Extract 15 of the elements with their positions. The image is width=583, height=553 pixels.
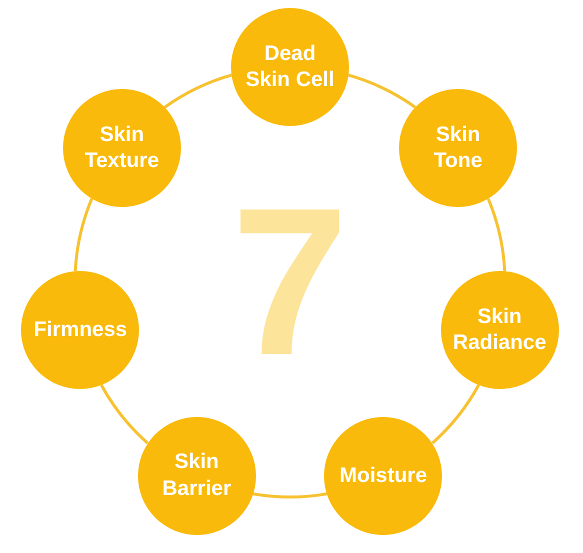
- ring-arc: [164, 74, 232, 109]
- topic-label: Dead Skin Cell: [244, 40, 336, 93]
- ring-arc: [100, 384, 149, 444]
- big-number: 7: [232, 177, 348, 387]
- topic-label: Skin Radiance: [452, 304, 548, 356]
- topic-label: Skin Tone: [432, 122, 484, 174]
- ring-arc: [486, 198, 506, 272]
- topic-label: Moisture: [338, 462, 428, 489]
- topic-label: Skin Texture: [84, 122, 160, 174]
- ring-arc: [348, 74, 416, 109]
- ring-arc: [252, 492, 328, 499]
- topic-label: Skin Barrier: [161, 449, 232, 502]
- ring-arc: [431, 384, 480, 444]
- topic-label: Firmness: [32, 316, 128, 343]
- ring-arc: [74, 198, 94, 272]
